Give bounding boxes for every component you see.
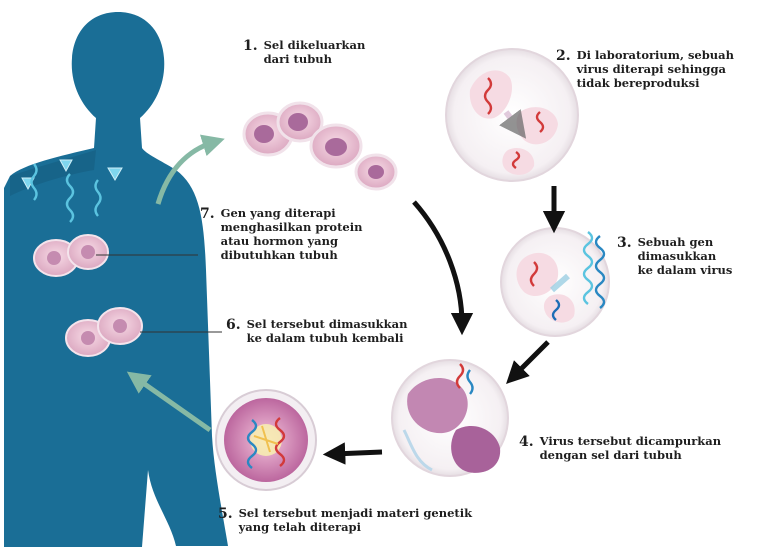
step-7-label: 7.Gen yang diterapi menghasilkan protein… <box>200 206 362 262</box>
step-6-label: 6.Sel tersebut dimasukkan ke dalam tubuh… <box>226 317 407 345</box>
gene-insertion-dish <box>501 228 609 336</box>
step-4-label: 4.Virus tersebut dicampurkan dengan sel … <box>519 434 721 462</box>
modified-cell <box>216 390 316 490</box>
extracted-cells <box>244 103 396 189</box>
step-1-label: 1.Sel dikeluarkan dari tubuh <box>243 38 365 66</box>
step-5-label: 5.Sel tersebut menjadi materi genetik ya… <box>218 506 472 534</box>
virus-mixing-dish <box>392 360 508 476</box>
human-silhouette <box>4 12 228 547</box>
step-2-label: 2.Di laboratorium, sebuah virus diterapi… <box>556 48 734 90</box>
step-3-label: 3.Sebuah gen dimasukkan ke dalam virus <box>617 235 732 277</box>
